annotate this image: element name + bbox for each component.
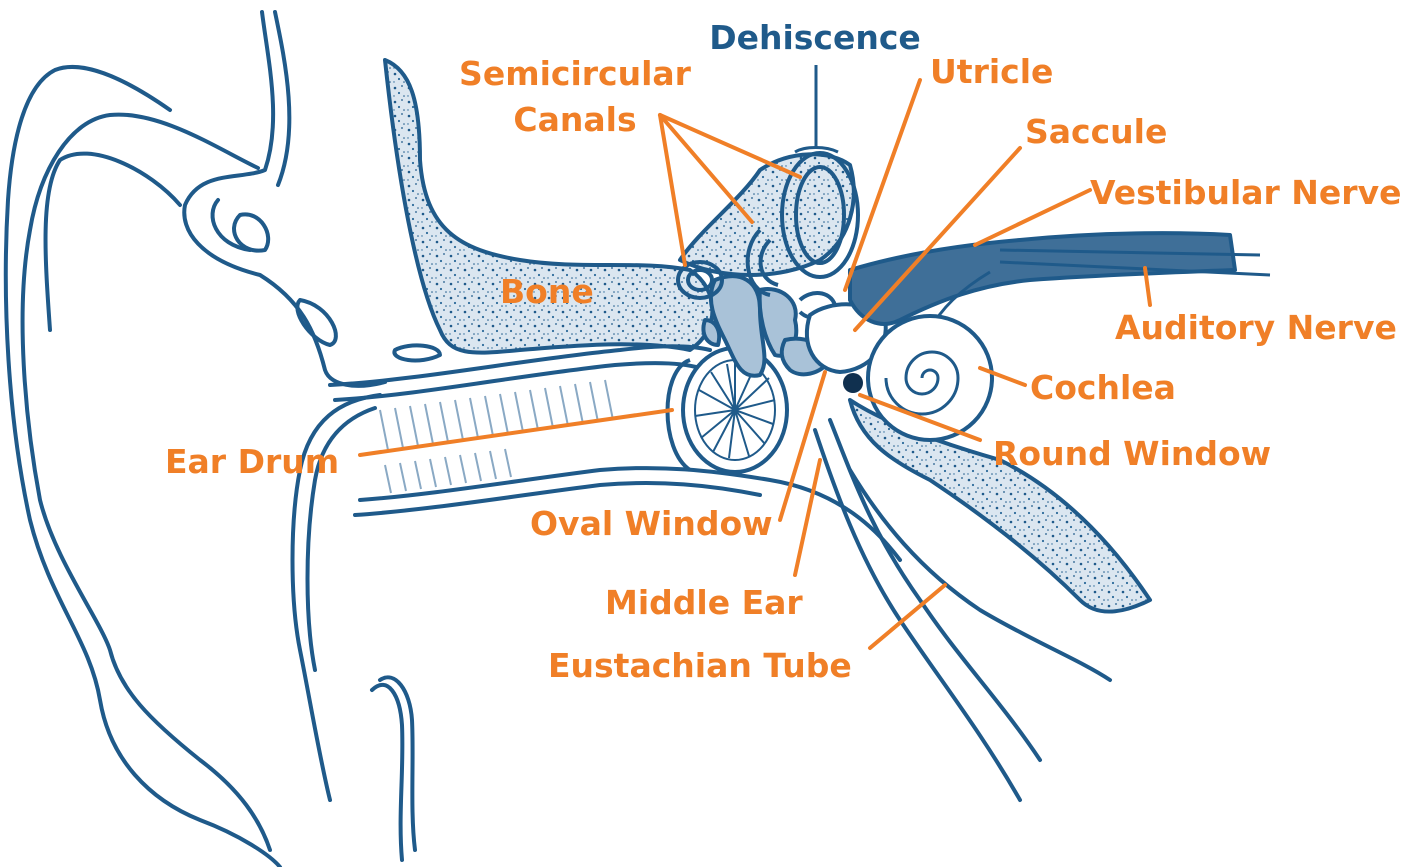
round-window-dot [843,373,863,393]
middle-ear-label: Middle Ear [605,585,803,621]
semicircular-canals-label-line1: Semicircular [440,56,710,92]
vestibular-nerve-label: Vestibular Nerve [1090,175,1401,211]
oval-window-label: Oval Window [530,506,773,542]
saccule-label: Saccule [1025,114,1167,150]
round-window-label: Round Window [993,436,1271,472]
dehiscence-label: Dehiscence [700,20,930,56]
utricle-label: Utricle [930,54,1053,90]
outer-ear [6,12,440,867]
semicircular-canals-label-line2: Canals [440,102,710,138]
auditory-nerve-label: Auditory Nerve [1115,310,1397,346]
bone-label: Bone [500,274,594,310]
cochlea-label: Cochlea [1030,370,1176,406]
eustachian-tube-label: Eustachian Tube [548,648,852,684]
ear-drum-label: Ear Drum [165,444,339,480]
dehiscence-marker [795,65,838,152]
